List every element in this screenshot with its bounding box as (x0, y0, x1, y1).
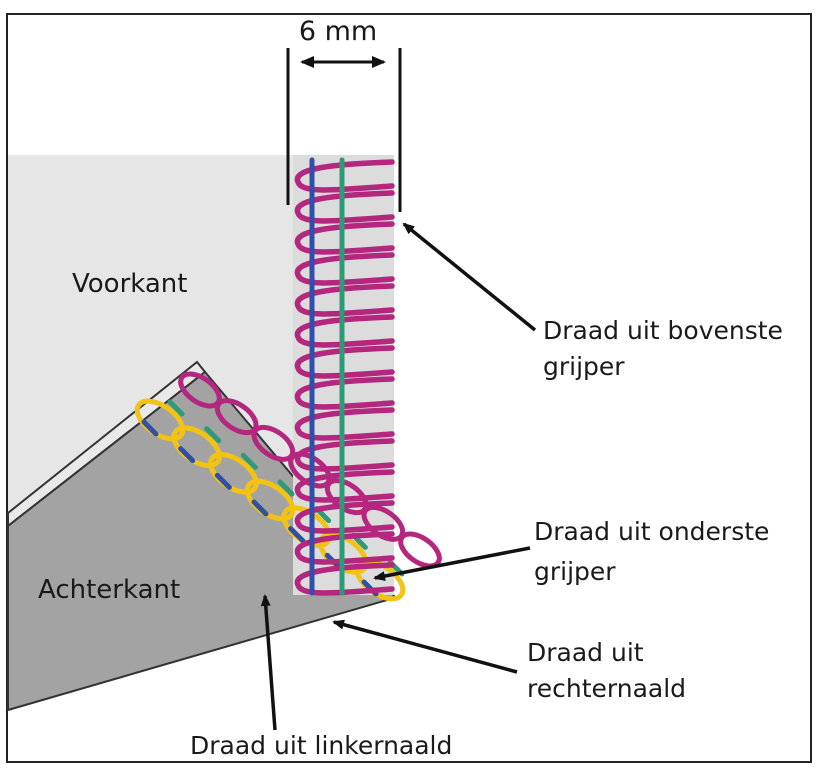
vertical-stitch-chain (294, 157, 395, 596)
upper-looper-loop (294, 190, 395, 224)
upper-looper-loop (294, 345, 395, 379)
right-needle-stitch (167, 399, 185, 417)
upper-looper-loop (294, 500, 395, 534)
upper-looper-loop (294, 376, 395, 410)
lower-looper-label-line1: Draad uit onderste (534, 517, 769, 546)
right-needle-stitch (240, 452, 258, 470)
left-needle-stitch (178, 446, 196, 464)
upper-looper-loop (294, 221, 395, 255)
upper-looper-loop (294, 438, 395, 472)
dimension-label: 6 mm (299, 16, 377, 47)
lower-looper-label-line2: grijper (534, 557, 616, 586)
left-needle-stitch (251, 499, 269, 517)
leader-left-needle (260, 594, 277, 731)
left-needle-label: Draad uit linkernaald (190, 731, 452, 760)
right-needle-stitch (277, 479, 295, 497)
upper-looper-loop (294, 283, 395, 317)
left-needle-stitch (141, 419, 159, 437)
upper-looper-label-line1: Draad uit bovenste (543, 316, 783, 345)
upper-looper-loop (294, 562, 395, 596)
diagonal-stitch-chain (134, 371, 442, 602)
right-needle-label-line2: rechternaald (527, 674, 686, 703)
upper-looper-label-line2: grijper (543, 352, 625, 381)
upper-looper-loop (294, 469, 395, 503)
right-needle-label-line1: Draad uit (527, 638, 644, 667)
leader-upper-looper (402, 222, 537, 332)
back-label: Achterkant (38, 575, 180, 605)
upper-looper-loop (294, 159, 395, 193)
upper-looper-interlock (398, 531, 442, 569)
upper-looper-loop (294, 407, 395, 441)
upper-looper-loop (294, 252, 395, 286)
front-label: Voorkant (72, 269, 187, 299)
leader-lower-looper (373, 546, 531, 582)
left-needle-stitch (214, 472, 232, 490)
right-needle-stitch (204, 426, 222, 444)
leader-right-needle (332, 619, 518, 674)
left-needle-stitch (288, 526, 306, 544)
upper-looper-loop (294, 531, 395, 565)
upper-looper-loop (294, 314, 395, 348)
